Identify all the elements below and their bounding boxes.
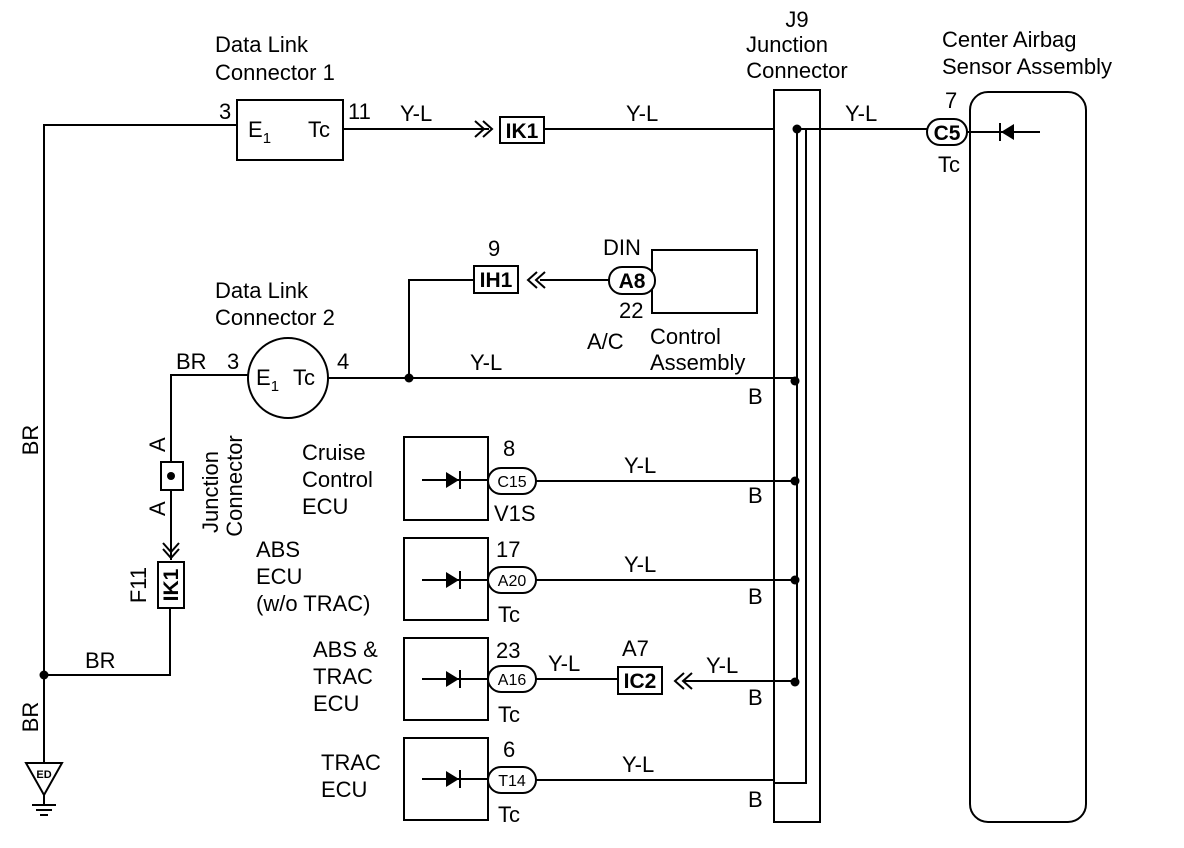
ac-name-line1: Control: [650, 324, 721, 349]
j9-b-label: B: [748, 685, 763, 710]
ecu-connector-label: A16: [498, 672, 527, 689]
wire-label-cruise: Y-L: [624, 453, 656, 478]
ecu-term: V1S: [494, 501, 536, 526]
ecu-term: Tc: [498, 602, 520, 627]
center-airbag-sensor-assembly: Center Airbag Sensor Assembly 7 C5 Tc: [926, 27, 1112, 823]
ecu-abs: ABS ECU (w/o TRAC) 17 A20 Tc Y-L: [256, 537, 797, 627]
ecu-pin: 23: [496, 638, 520, 663]
wire-label-br-ground: BR: [18, 702, 43, 733]
ecu-name-line1: Cruise: [302, 440, 366, 465]
j9-b-label: B: [748, 483, 763, 508]
dlc1-tc-wire: Y-L IK1 Y-L: [343, 101, 797, 144]
airbag-title-line1: Center Airbag: [942, 27, 1077, 52]
ecu-connector-label: C15: [497, 474, 526, 491]
dlc1-title-line2: Connector 1: [215, 60, 335, 85]
wire-label-dlc1-out: Y-L: [400, 101, 432, 126]
ecu-name-line3: (w/o TRAC): [256, 591, 371, 616]
dlc2-title-line2: Connector 2: [215, 305, 335, 330]
airbag-term: Tc: [938, 152, 960, 177]
j9-title-line1: J9: [785, 7, 808, 32]
connector-ic2: [617, 666, 663, 695]
dlc2-title-line1: Data Link: [215, 278, 309, 303]
j9-b-label: B: [748, 384, 763, 409]
ih1-label: IH1: [480, 269, 513, 292]
j9-b-label: B: [748, 584, 763, 609]
jc-title-line1: Junction: [198, 451, 223, 533]
wire-label-br-dlc2: BR: [176, 349, 207, 374]
ecu-term: Tc: [498, 702, 520, 727]
data-link-connector-1: Data Link Connector 1 3 E1 Tc 11: [215, 32, 371, 161]
wire-label-abs-trac-left: Y-L: [548, 651, 580, 676]
wire-label-ik1-out: Y-L: [626, 101, 658, 126]
j9-junction-connector: J9 Junction Connector B B B B B Y-L: [746, 7, 927, 823]
data-link-connector-2: Data Link Connector 2 3 E1 Tc 4 Y-L BR: [170, 278, 797, 465]
j9-title-line3: Connector: [746, 58, 848, 83]
wire-label-dlc2-out: Y-L: [470, 350, 502, 375]
wire-label-trac: Y-L: [622, 752, 654, 777]
ik1-top-label: IK1: [506, 120, 539, 143]
wire-label-abs: Y-L: [624, 552, 656, 577]
dlc2-term-tc: Tc: [293, 365, 315, 390]
ecu-cruise-control: Cruise Control ECU 8 C15 V1S Y-L: [302, 436, 797, 526]
c5-label: C5: [934, 122, 961, 145]
dlc1-pin-tc: 11: [348, 99, 371, 124]
dlc2-pin-tc: 4: [337, 349, 349, 374]
ecu-connector-label: A20: [498, 573, 527, 590]
ecu-pin: 17: [496, 537, 520, 562]
ecu-pin: 8: [503, 436, 515, 461]
ac-label: A/C: [587, 329, 624, 354]
ecu-trac: TRAC ECU 6 T14 Tc Y-L: [321, 737, 774, 827]
airbag-title-line2: Sensor Assembly: [942, 54, 1112, 79]
dlc2-pin-e1: 3: [227, 349, 239, 374]
ecu-connector-label: T14: [498, 773, 526, 790]
a8-label: A8: [619, 270, 646, 293]
ground-symbol: ED: [24, 762, 64, 816]
ecu-name-line3: ECU: [313, 691, 359, 716]
j9-b-label: B: [748, 787, 763, 812]
dlc1-title-line1: Data Link: [215, 32, 309, 57]
ac-ih1-wire: 9 IH1: [404, 236, 609, 383]
ac-control-assembly: DIN 22 A/C Control Assembly A8: [587, 235, 758, 375]
connector-ik1-left: [157, 561, 185, 609]
ecu-name-line2: TRAC: [313, 664, 373, 689]
ecu-name-line1: ABS &: [313, 637, 378, 662]
dlc1-term-tc: Tc: [308, 117, 330, 142]
ecu-pin: 6: [503, 737, 515, 762]
wire-label-br-ik1: BR: [85, 648, 116, 673]
ecu-name-line2: ECU: [321, 777, 367, 802]
ecu-abs-trac: ABS & TRAC ECU 23 A16 Tc Y-L A7 IC2 Y-L: [313, 636, 797, 727]
wire-label-br-left: BR: [18, 425, 43, 456]
jc-title-line2: Connector: [222, 435, 247, 537]
ecu-name-line2: ECU: [256, 564, 302, 589]
ik1-left-id: F11: [126, 567, 151, 603]
airbag-pin: 7: [945, 88, 957, 113]
ac-pin-bottom: 22: [619, 298, 643, 323]
ecu-name-line1: ABS: [256, 537, 300, 562]
jc-term-a-bottom: A: [145, 501, 170, 516]
dlc2-term-e: E1: [256, 365, 279, 395]
dlc1-pin-e1: 3: [219, 99, 231, 124]
ih1-pin: 9: [488, 236, 500, 261]
ecu-name-line2: Control: [302, 467, 373, 492]
wire-label-j9-airbag: Y-L: [845, 101, 877, 126]
jc-term-a-top: A: [145, 437, 170, 452]
dlc1-term-e: E1: [248, 117, 271, 147]
ic2-id: A7: [622, 636, 649, 661]
ac-name-line2: Assembly: [650, 350, 745, 375]
ac-pin-top: DIN: [603, 235, 641, 260]
wire-label-abs-trac-right: Y-L: [706, 653, 738, 678]
ecu-name-line1: TRAC: [321, 750, 381, 775]
ecu-term: Tc: [498, 802, 520, 827]
junction-connector-a: A A Junction Connector IK1 F11: [126, 435, 247, 609]
br-ground-trunk: BR BR BR: [18, 124, 237, 763]
ecu-name-line3: ECU: [302, 494, 348, 519]
j9-title-line2: Junction: [746, 32, 828, 57]
ground-label: ED: [36, 769, 51, 781]
ik1-left-label: IK1: [160, 568, 183, 601]
ic2-label: IC2: [624, 670, 657, 693]
